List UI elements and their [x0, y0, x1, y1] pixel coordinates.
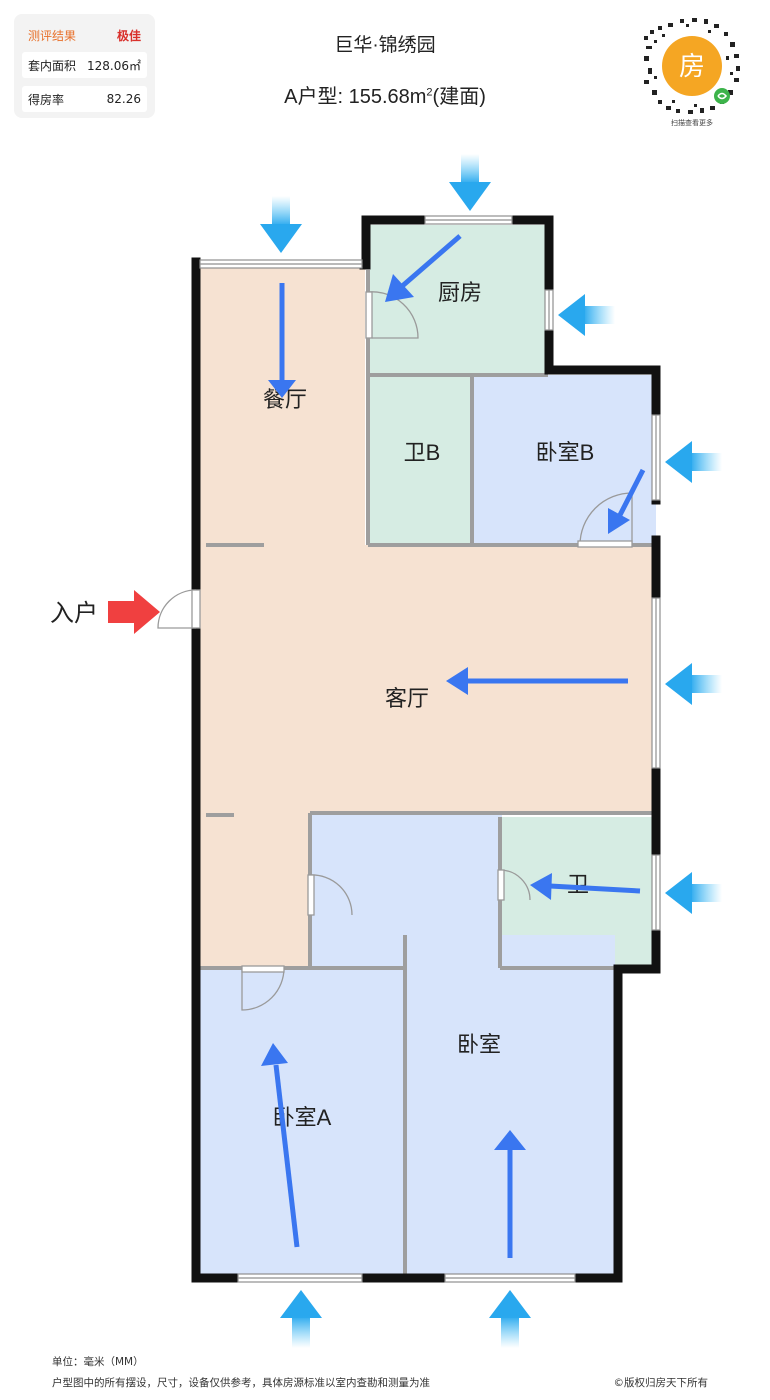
room-labels: 厨房 餐厅 卫B 卧室B 客厅 卫 卧室A 卧室 [263, 280, 594, 1130]
area-row: 套内面积 128.06㎡ [22, 52, 147, 78]
unit-type-title: A户型: 155.68m2(建面) [0, 80, 770, 109]
light-arrow-bedroom-b [665, 441, 722, 483]
label-bath: 卫 [567, 872, 589, 897]
area-label: 套内面积 [28, 58, 77, 73]
entry-door [157, 589, 197, 629]
corridor-area [200, 810, 310, 970]
entry-marker: 入户 [50, 590, 160, 634]
ratio-value: 82.26 [106, 92, 141, 106]
qr-code[interactable]: 房 [642, 16, 742, 116]
label-living: 客厅 [385, 686, 429, 711]
mini-program-glyph [717, 92, 728, 100]
bedroom-a-door [241, 967, 285, 1011]
light-arrow-top-kitchen [449, 154, 491, 211]
airflow-arrows [261, 234, 646, 1258]
light-arrow-kitchen-side [558, 294, 615, 336]
mini-program-icon [714, 88, 730, 104]
doors [157, 291, 633, 1011]
score-card-heading: 测评结果 [28, 28, 77, 43]
copyright: ©版权归房天下所有 [613, 1377, 709, 1389]
area-value: 128.06㎡ [87, 58, 141, 73]
score-card: 测评结果 极佳 套内面积 128.06㎡ 得房率 82.26 [14, 14, 155, 118]
label-kitchen: 厨房 [438, 280, 482, 305]
disclaimer: 户型图中的所有摆设，尺寸，设备仅供参考，具体房源标准以室内查勘和测量为准 [52, 1377, 430, 1389]
airflow-arrow-bath [530, 873, 641, 900]
light-arrow-bedroom [489, 1290, 531, 1348]
entry-door-frame [191, 589, 201, 629]
score-card-header: 测评结果 极佳 [22, 22, 147, 48]
windows [199, 215, 661, 1283]
label-bath-b: 卫B [404, 440, 441, 465]
bedroom-a-area [200, 968, 405, 1278]
airflow-arrow-living [446, 667, 628, 695]
qr-logo [662, 36, 722, 96]
bedroom-b-door [579, 492, 633, 546]
light-arrow-living [665, 663, 722, 705]
score-card-rating: 极佳 [116, 28, 141, 43]
unit-note: 单位：毫米（MM） [52, 1356, 144, 1368]
airflow-arrow-bedroom-b [608, 468, 646, 534]
airflow-arrow-kitchen [385, 234, 462, 302]
qr-caption: 扫描查看更多 [671, 119, 713, 127]
light-arrows [260, 154, 722, 1348]
label-bedroom-b: 卧室B [536, 440, 595, 465]
bath-door [499, 869, 531, 901]
ratio-label: 得房率 [28, 92, 65, 107]
bedroom-b-area [474, 375, 656, 545]
light-arrow-top-dining [260, 196, 302, 253]
label-bedroom: 卧室 [457, 1032, 501, 1057]
bedroom-hall-door [309, 874, 353, 916]
project-title: 巨华·锦绣园 [334, 35, 436, 56]
airflow-arrow-bedroom-a [261, 1043, 300, 1248]
airflow-arrow-bedroom [494, 1130, 526, 1258]
light-arrow-bath [665, 872, 722, 914]
entry-label: 入户 [50, 600, 98, 627]
ratio-row: 得房率 82.26 [22, 86, 147, 112]
unit-type-prefix: A户型: 155.68m [284, 86, 427, 108]
unit-type-suffix: (建面) [432, 86, 486, 108]
room-fills [200, 225, 656, 1278]
exterior-walls [191, 215, 661, 1283]
airflow-arrow-dining [268, 283, 296, 398]
light-arrow-bedroom-a [280, 1290, 322, 1348]
entry-arrow [108, 590, 160, 634]
qr-logo-char: 房 [679, 52, 705, 82]
bath-b-area [370, 375, 470, 545]
unit-type-sup: 2 [426, 86, 433, 99]
